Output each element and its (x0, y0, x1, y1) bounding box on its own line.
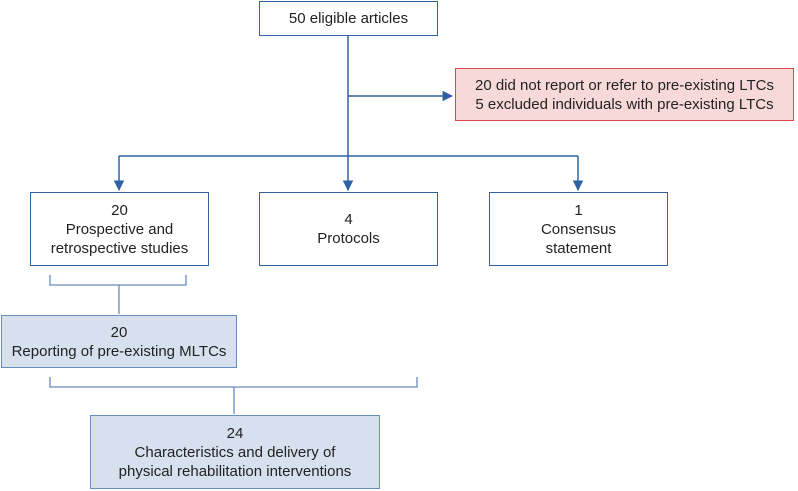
reporting-count: 20 (110, 323, 128, 341)
protocols-box: 4 Protocols (259, 192, 438, 266)
studies-bracket (49, 275, 187, 314)
studies-box: 20 Prospective and retrospective studies (30, 192, 209, 266)
studies-count: 20 (111, 201, 128, 219)
exclusion-line-1: 20 did not report or refer to pre-existi… (474, 76, 775, 94)
protocols-label: Protocols (317, 230, 380, 247)
exclusion-line-2: 5 excluded individuals with pre-existing… (475, 95, 774, 113)
studies-line-2: retrospective studies (50, 239, 189, 257)
consensus-box: 1 Consensus statement (489, 192, 668, 266)
interventions-line-2: physical rehabilitation interventions (118, 462, 352, 480)
consensus-count: 1 (574, 201, 583, 219)
protocols-count: 4 (344, 211, 353, 228)
interventions-count: 24 (226, 424, 244, 442)
reporting-box: 20 Reporting of pre-existing MLTCs (1, 315, 237, 368)
exclusion-box: 20 did not report or refer to pre-existi… (455, 68, 794, 121)
consensus-line-2: statement (545, 239, 612, 257)
interventions-line-1: Characteristics and delivery of (134, 443, 336, 461)
interventions-box: 24 Characteristics and delivery of physi… (90, 415, 380, 489)
reporting-bracket (49, 377, 418, 414)
eligible-articles-box: 50 eligible articles (259, 1, 438, 36)
consensus-line-1: Consensus (540, 220, 617, 238)
reporting-label: Reporting of pre-existing MLTCs (11, 342, 227, 360)
eligible-articles-text: 50 eligible articles (288, 10, 409, 27)
studies-line-1: Prospective and (65, 220, 174, 238)
